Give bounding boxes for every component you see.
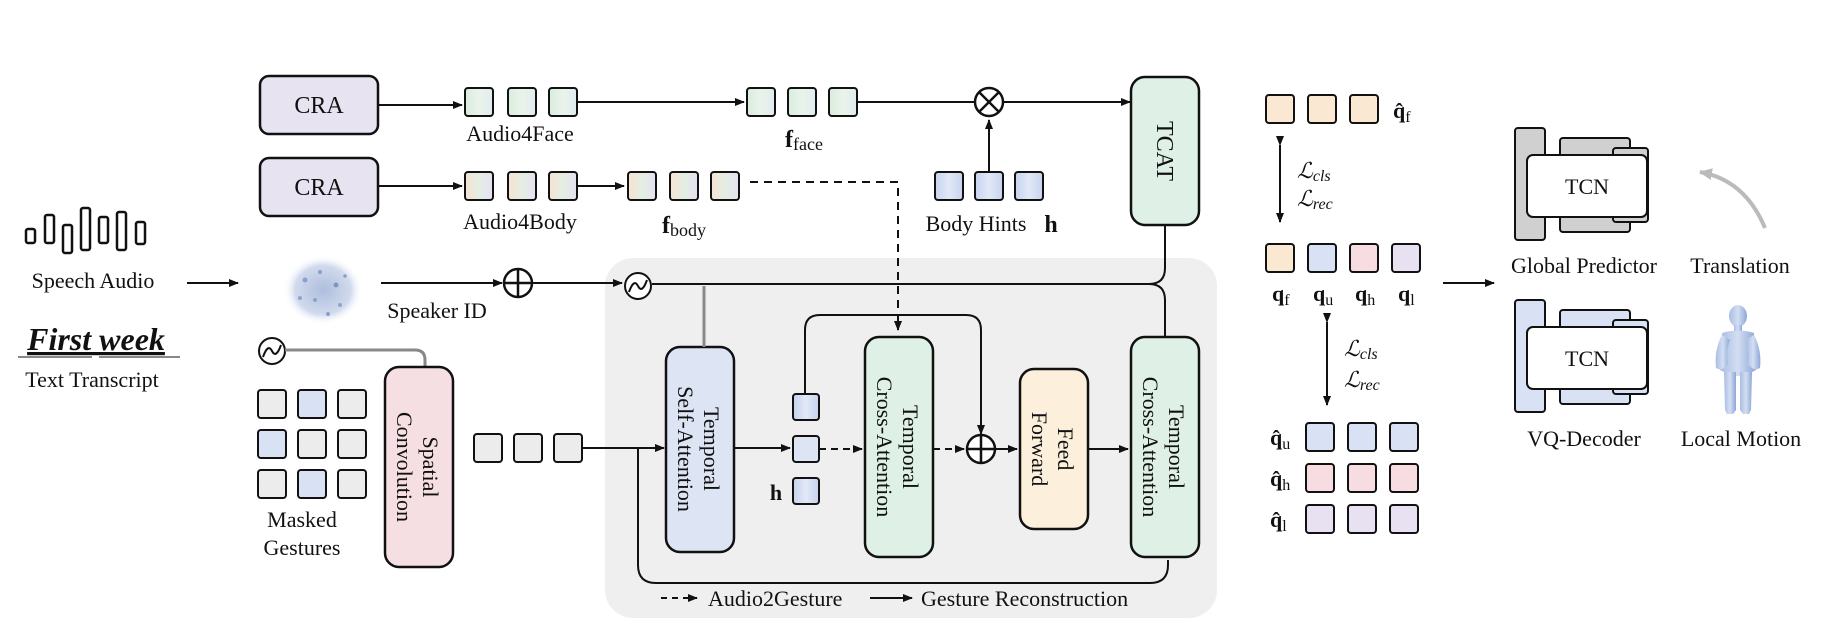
multiply-operator	[973, 86, 1005, 118]
svg-text:TemporalCross-Attention: TemporalCross-Attention	[1138, 377, 1189, 518]
q-hat-u-label: q̂u	[1270, 425, 1290, 453]
vq-decoder-label: VQ-Decoder	[1527, 426, 1641, 451]
svg-text:TemporalSelf-Attention: TemporalSelf-Attention	[673, 386, 724, 512]
q-hat-l-tokens	[1305, 504, 1419, 534]
speech-audio-label: Speech Audio	[32, 268, 155, 293]
add-operator-middle	[965, 433, 997, 465]
tcat-module: TCAT	[1129, 75, 1201, 227]
add-operator-top	[502, 267, 534, 299]
temporal-cross-attention-module-1: TemporalCross-Attention	[863, 335, 935, 559]
svg-text:TCAT: TCAT	[1151, 121, 1177, 181]
temporal-cross-attention-module-2: TemporalCross-Attention	[1129, 335, 1201, 559]
q-hat-f-label: q̂f	[1393, 98, 1411, 126]
q-tokens-row	[1265, 243, 1421, 273]
first-week-text: First week	[26, 321, 165, 357]
positional-encoding-icon	[624, 272, 652, 300]
global-predictor-tcn: TCN	[1514, 127, 1649, 241]
q-u-label: qu	[1313, 281, 1333, 309]
f-body-tokens	[627, 171, 740, 201]
svg-text:Gesture Reconstruction: Gesture Reconstruction	[921, 586, 1128, 611]
audio4body-label: Audio4Body	[463, 209, 577, 234]
q-hat-l-label: q̂l	[1270, 507, 1287, 535]
translation-label: Translation	[1690, 253, 1789, 278]
f-face-label: fface	[785, 127, 823, 154]
feed-forward-module: FeedForward	[1018, 367, 1090, 531]
svg-text:TCN: TCN	[1565, 346, 1609, 371]
q-hat-f-tokens	[1265, 94, 1379, 124]
f-body-label: fbody	[662, 213, 706, 240]
svg-text:FeedForward: FeedForward	[1027, 412, 1078, 487]
text-transcript-label: Text Transcript	[25, 367, 159, 392]
svg-text:TCN: TCN	[1565, 174, 1609, 199]
q-hat-h-tokens	[1305, 463, 1419, 493]
spatial-convolution-module: SpatialConvolution	[383, 365, 455, 569]
q-hat-h-label: q̂h	[1270, 466, 1290, 494]
q-hat-u-tokens	[1305, 422, 1419, 452]
audio4face-tokens	[464, 87, 578, 117]
local-motion-label: Local Motion	[1681, 426, 1801, 451]
f-face-tokens	[746, 87, 858, 117]
body-hints-h: h	[1044, 212, 1057, 238]
body-hints-tokens	[934, 171, 1044, 201]
speaker-id-label: Speaker ID	[387, 298, 487, 323]
global-predictor-label: Global Predictor	[1511, 253, 1658, 278]
spatial-output-tokens	[473, 433, 583, 463]
q-f-label: qf	[1272, 281, 1290, 309]
h-token-stack	[792, 393, 820, 505]
temporal-self-attention-module: TemporalSelf-Attention	[664, 345, 736, 554]
speaker-id-blob	[283, 255, 363, 325]
legend: Audio2Gesture Gesture Reconstruction	[661, 586, 1128, 611]
speech-audio-icon	[24, 206, 147, 255]
svg-text:SpatialConvolution: SpatialConvolution	[392, 412, 443, 522]
translation-curve-icon	[1699, 168, 1767, 229]
audio4body-tokens	[464, 171, 578, 201]
svg-text:CRA: CRA	[294, 93, 344, 119]
body-hints-label: Body Hints	[926, 211, 1027, 236]
svg-text:CRA: CRA	[294, 175, 344, 201]
svg-text:Audio2Gesture: Audio2Gesture	[708, 586, 842, 611]
masked-gestures-grid	[257, 389, 367, 499]
svg-text:TemporalCross-Attention: TemporalCross-Attention	[872, 377, 923, 518]
positional-encoding-icon-left	[258, 337, 286, 365]
local-motion-human-icon	[1715, 305, 1761, 414]
h-token-label: h	[770, 480, 782, 505]
cra-module-bottom: CRA	[258, 156, 380, 218]
q-h-label: qh	[1355, 281, 1375, 309]
audio4face-label: Audio4Face	[466, 121, 574, 146]
q-l-label: ql	[1398, 281, 1415, 309]
cra-module-top: CRA	[258, 74, 380, 136]
vq-decoder-tcn: TCN	[1514, 299, 1649, 413]
